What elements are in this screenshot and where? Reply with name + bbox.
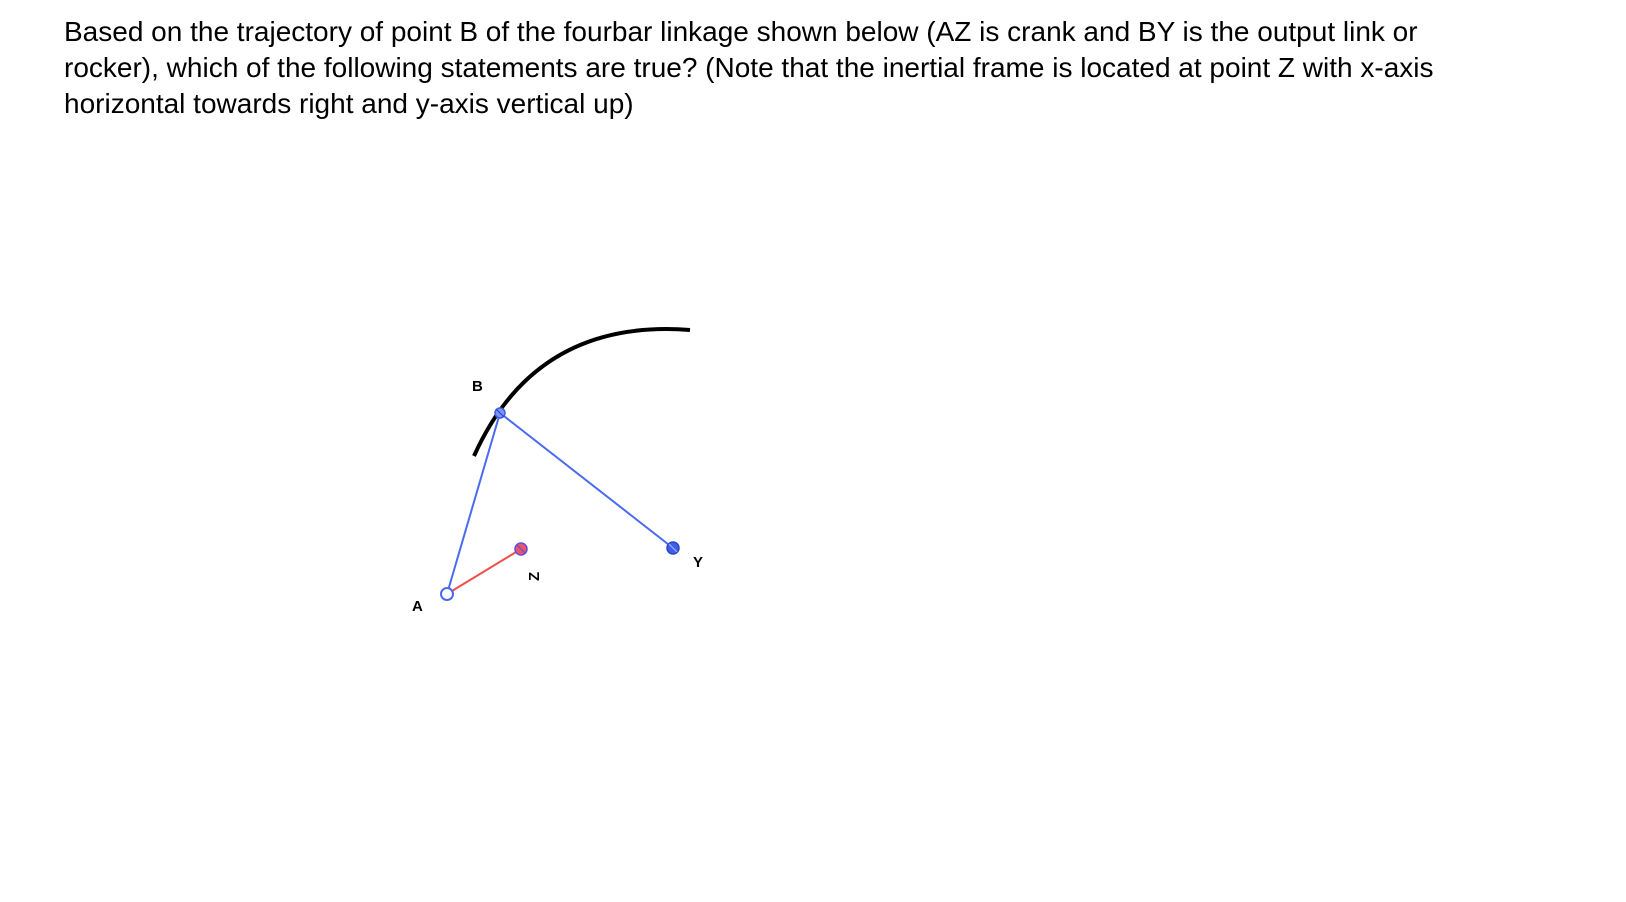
rocker-BY <box>499 412 674 549</box>
crank-AZ <box>446 548 522 595</box>
question-text: Based on the trajectory of point B of th… <box>64 14 1564 122</box>
joint-A <box>440 587 454 601</box>
label-B: B <box>472 378 483 395</box>
coupler-AB <box>446 412 501 595</box>
question-line-1: Based on the trajectory of point B of th… <box>64 16 1418 47</box>
joint-B-cross <box>495 408 505 418</box>
question-line-3: horizontal towards right and y-axis vert… <box>64 88 634 119</box>
trajectory-B <box>472 327 691 457</box>
joint-Y-cross <box>668 543 678 553</box>
label-A: A <box>412 598 423 615</box>
joint-Z-cross <box>516 544 526 554</box>
label-Y: Y <box>693 554 703 571</box>
label-Z: Z <box>526 572 543 581</box>
question-line-2: rocker), which of the following statemen… <box>64 52 1434 83</box>
